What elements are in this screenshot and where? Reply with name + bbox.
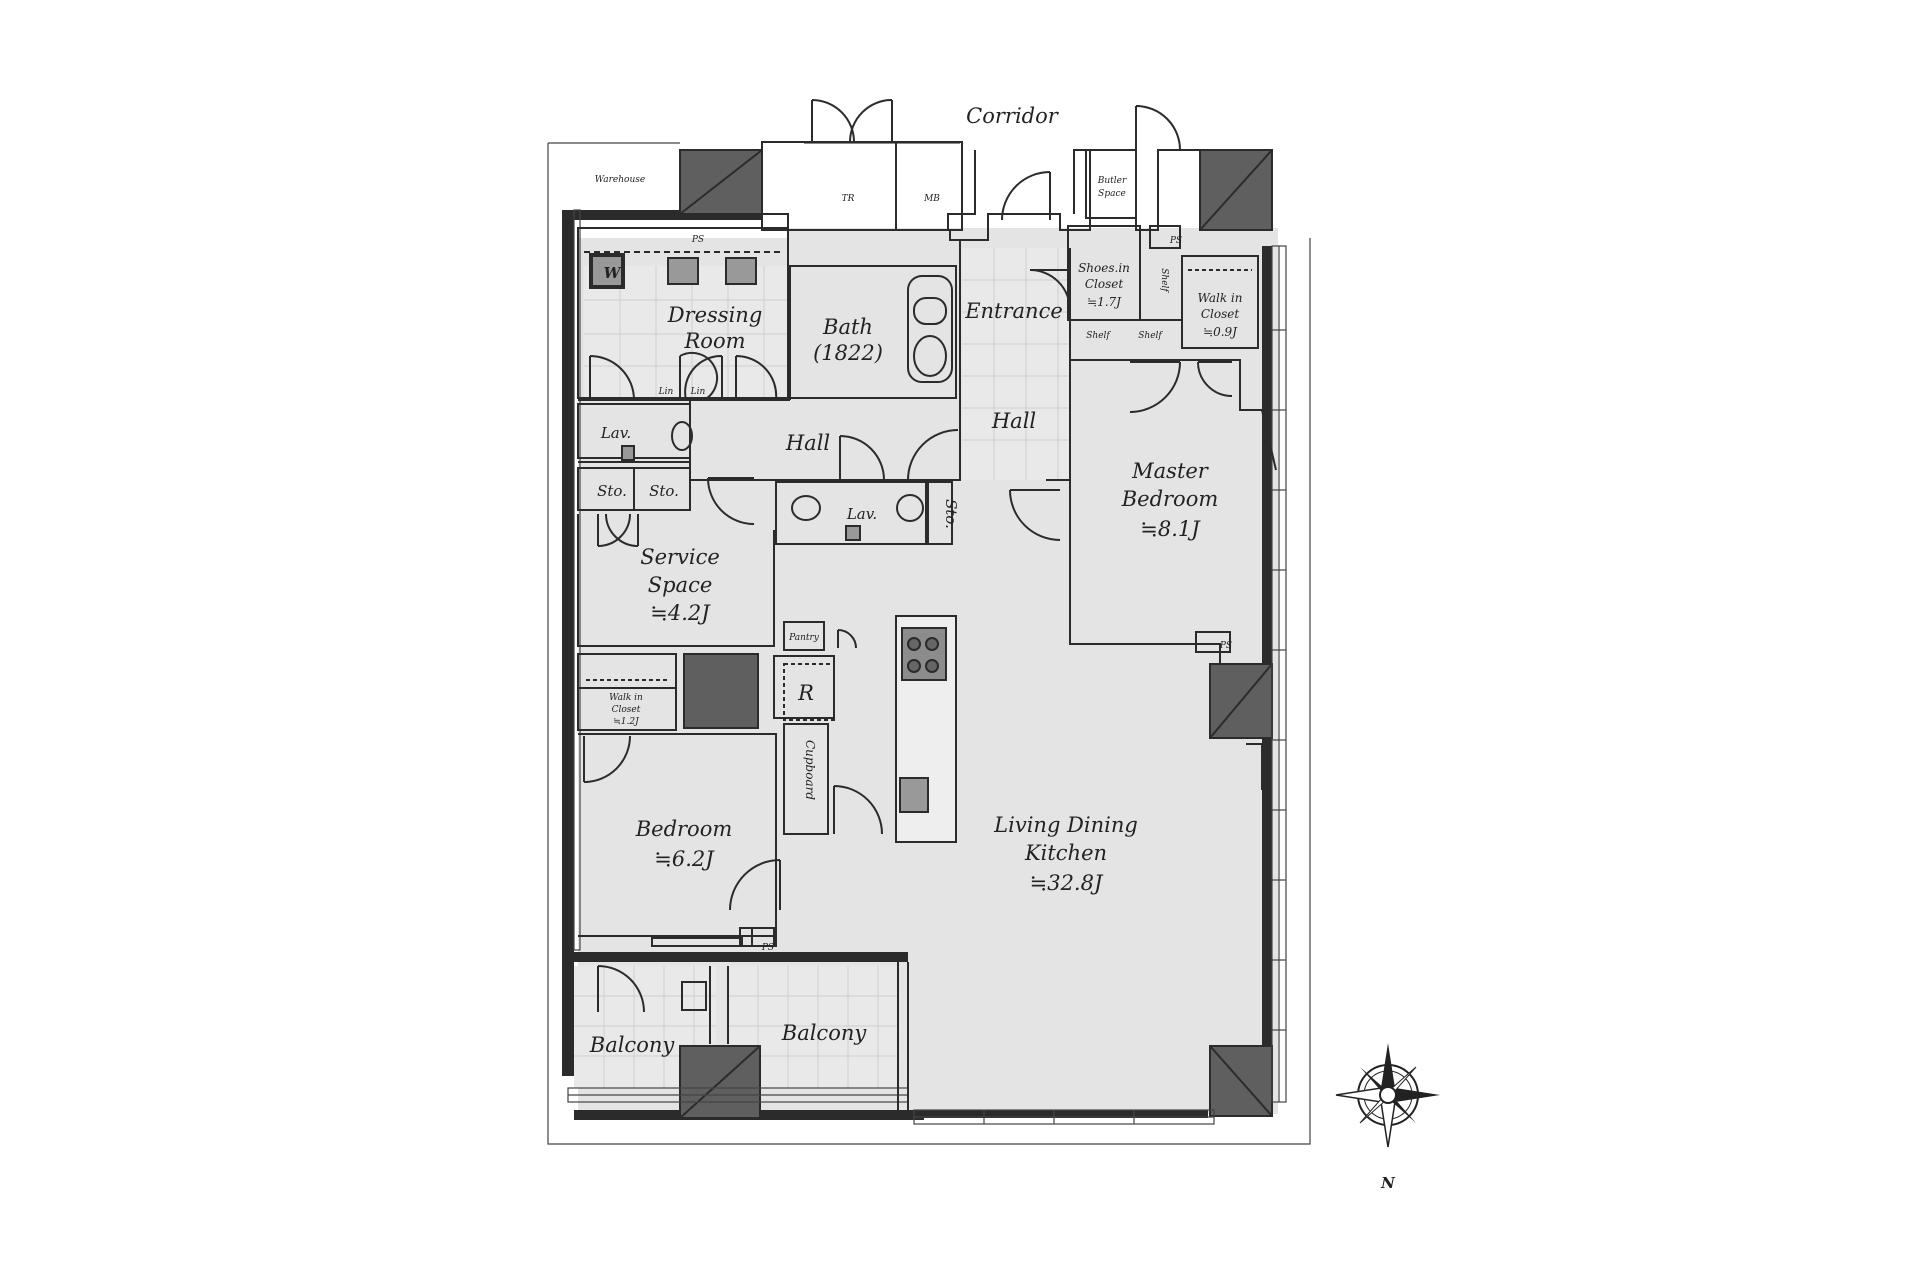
label-sto-2: Sto. xyxy=(649,482,679,500)
label-shelf-1: Shelf xyxy=(1086,331,1111,341)
label-walkin-master-1: Walk in xyxy=(1198,291,1243,305)
label-shoes-3: ≒1.7J xyxy=(1087,295,1122,309)
label-ldk-2: Kitchen xyxy=(1024,841,1107,865)
label-butler-2: Space xyxy=(1098,189,1126,199)
label-walkin-bed-2: Closet xyxy=(612,705,641,715)
label-bedroom-1: Bedroom xyxy=(635,817,733,841)
label-hall-right: Hall xyxy=(991,409,1036,433)
label-lin-1: Lin xyxy=(658,387,674,397)
washer-icon: W xyxy=(604,264,623,282)
label-tr: TR xyxy=(842,194,855,204)
label-shelf-3: Shelf xyxy=(1159,268,1169,293)
label-refrigerator: R xyxy=(797,681,814,705)
windows xyxy=(567,209,1287,1125)
label-service-3: ≒4.2J xyxy=(650,601,711,625)
door-swings xyxy=(583,99,1277,1013)
label-shoes-2: Closet xyxy=(1085,277,1124,291)
label-bath-2: (1822) xyxy=(813,341,883,365)
label-shelf-2: Shelf xyxy=(1138,331,1163,341)
label-ps-master: PS xyxy=(1219,641,1232,651)
label-lav-center: Lav. xyxy=(846,505,877,523)
label-pantry: Pantry xyxy=(788,633,820,643)
label-dressing-1: Dressing xyxy=(667,303,763,327)
label-walkin-master-3: ≒0.9J xyxy=(1203,325,1238,339)
label-corridor: Corridor xyxy=(966,104,1060,128)
label-sto-3: Sto. xyxy=(942,499,960,529)
label-butler-1: Butler xyxy=(1097,176,1127,186)
label-ldk-3: ≒32.8J xyxy=(1030,871,1104,895)
label-lin-2: Lin xyxy=(690,387,706,397)
label-shoes-1: Shoes.in xyxy=(1078,261,1130,275)
label-bath-1: Bath xyxy=(822,315,873,339)
label-bedroom-2: ≒6.2J xyxy=(654,847,715,871)
label-cupboard: Cupboard xyxy=(803,740,817,800)
label-ps-bedroom: PS xyxy=(761,943,774,953)
label-ps-entrance: PS xyxy=(1169,236,1182,246)
label-walkin-bed-3: ≒1.2J xyxy=(613,717,640,727)
label-walkin-bed-1: Walk in xyxy=(609,693,643,703)
label-dressing-2: Room xyxy=(683,329,745,353)
label-entrance: Entrance xyxy=(964,299,1063,323)
compass-icon xyxy=(1335,1043,1440,1148)
label-walkin-master-2: Closet xyxy=(1201,307,1240,321)
label-balcony-left: Balcony xyxy=(589,1033,676,1057)
label-balcony-right: Balcony xyxy=(781,1021,868,1045)
structural-columns xyxy=(679,149,1273,1119)
label-service-1: Service xyxy=(640,545,720,569)
label-service-2: Space xyxy=(648,573,713,597)
label-master-3: ≒8.1J xyxy=(1140,517,1201,541)
label-hall-center: Hall xyxy=(785,431,830,455)
label-lav-left: Lav. xyxy=(600,424,631,442)
fixtures xyxy=(584,251,1252,843)
label-sto-1: Sto. xyxy=(597,482,627,500)
label-master-1: Master xyxy=(1131,459,1210,483)
label-mb: MB xyxy=(923,194,940,204)
label-north: N xyxy=(1380,1174,1396,1192)
label-master-2: Bedroom xyxy=(1121,487,1219,511)
interior-walls xyxy=(577,141,1262,1110)
label-warehouse: Warehouse xyxy=(595,175,645,185)
label-ps-top: PS xyxy=(691,235,704,245)
label-ldk-1: Living Dining xyxy=(993,813,1138,837)
